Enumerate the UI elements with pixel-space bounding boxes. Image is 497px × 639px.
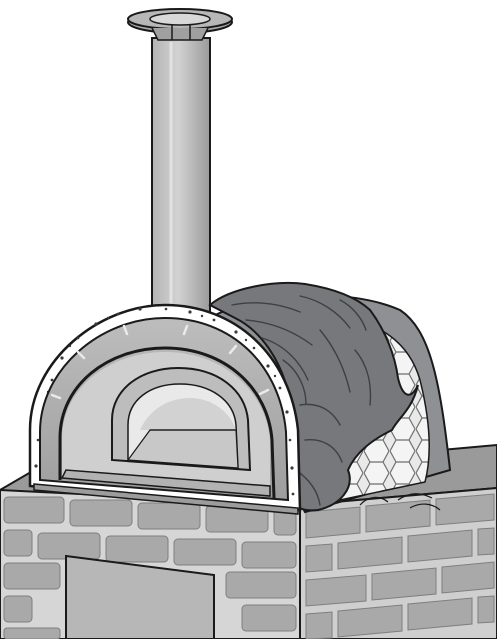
chimney: [128, 9, 232, 328]
chimney-flue: [152, 38, 210, 328]
chimney-cap: [128, 9, 232, 40]
